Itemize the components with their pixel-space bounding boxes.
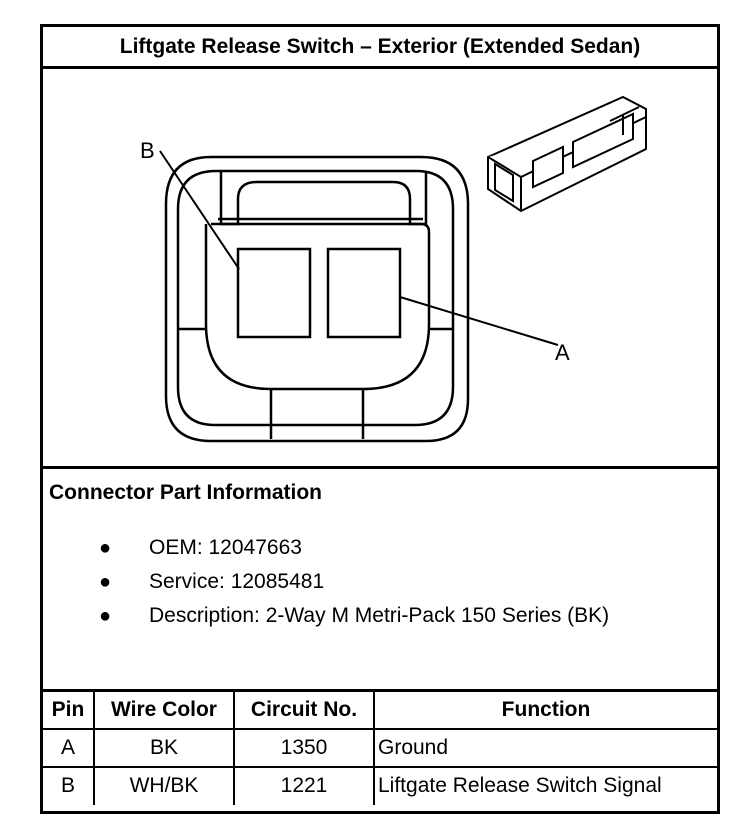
cell-wire-color: BK	[93, 727, 235, 768]
part-info-description: ● Description: 2-Way M Metri-Pack 150 Ser…	[43, 599, 609, 633]
part-info-service: ● Service: 12085481	[43, 565, 609, 599]
connector-diagram: B A	[43, 69, 717, 469]
leader-line-b	[159, 150, 240, 270]
connector-face-drawing: B A	[140, 95, 647, 443]
connector-description: Description: 2-Way M Metri-Pack 150 Seri…	[149, 604, 610, 627]
cell-function: Ground	[373, 727, 717, 768]
connector-isometric-view	[487, 95, 647, 213]
header-wire-color: Wire Color	[93, 689, 235, 730]
bullet-icon: ●	[99, 571, 112, 593]
header-circuit-no: Circuit No.	[233, 689, 375, 730]
pin-cavity-a	[326, 247, 402, 339]
header-pin: Pin	[43, 689, 95, 730]
cell-wire-color: WH/BK	[93, 765, 235, 805]
connector-sheet: Liftgate Release Switch – Exterior (Exte…	[40, 24, 720, 814]
cell-function: Liftgate Release Switch Signal	[373, 765, 717, 805]
service-number: Service: 12085481	[149, 570, 325, 593]
bullet-icon: ●	[99, 537, 112, 559]
cell-circuit-no: 1350	[233, 727, 375, 768]
info-heading: Connector Part Information	[49, 481, 323, 504]
part-info-list: ● OEM: 12047663 ● Service: 12085481 ● Descr…	[43, 531, 609, 633]
pin-cavity-b	[236, 247, 312, 339]
header-function: Function	[373, 689, 717, 730]
pin-label-a: A	[555, 340, 570, 365]
pin-function-table: Pin Wire Color Circuit No. Function A BK…	[43, 689, 717, 805]
cell-circuit-no: 1221	[233, 765, 375, 805]
table-row: B WH/BK 1221 Liftgate Release Switch Sig…	[43, 765, 717, 805]
part-info-oem: ● OEM: 12047663	[43, 531, 609, 565]
housing-outline	[164, 155, 470, 443]
sheet-title: Liftgate Release Switch – Exterior (Exte…	[43, 27, 717, 69]
table-header-row: Pin Wire Color Circuit No. Function	[43, 689, 717, 730]
connector-part-information: Connector Part Information ● OEM: 1204766…	[43, 469, 717, 689]
oem-number: OEM: 12047663	[149, 536, 302, 559]
cell-pin: B	[43, 765, 95, 805]
pin-label-b: B	[140, 138, 155, 163]
table-row: A BK 1350 Ground	[43, 727, 717, 768]
leader-line-a	[399, 296, 559, 346]
bullet-icon: ●	[99, 605, 112, 627]
cell-pin: A	[43, 727, 95, 768]
latch-step	[219, 171, 428, 226]
housing-inner-shroud	[176, 169, 455, 427]
